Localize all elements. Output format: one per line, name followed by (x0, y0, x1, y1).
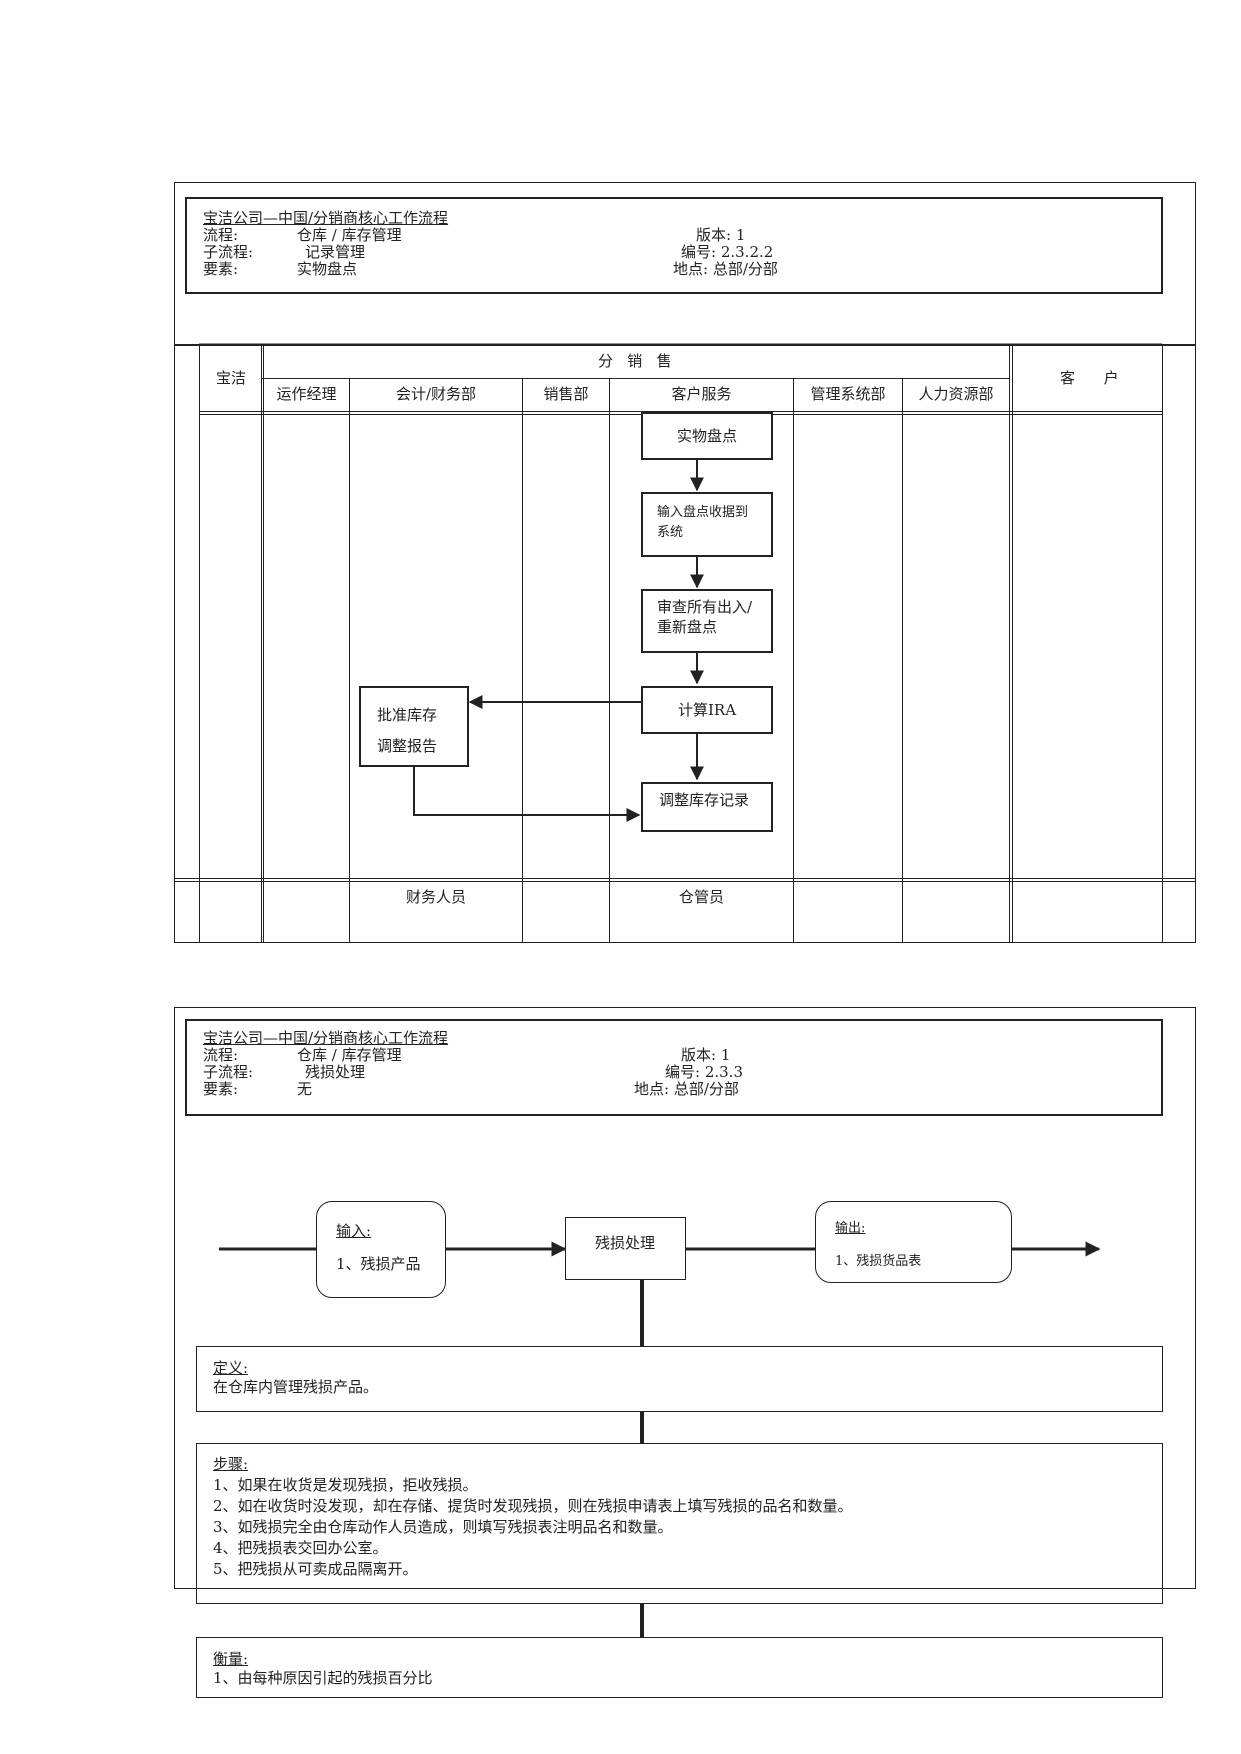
measure-title: 衡量: (213, 1650, 249, 1668)
page2-header: 宝洁公司—中国/分销商核心工作流程 流程: 仓库 / 库存管理 子流程: 残损处… (185, 1019, 1163, 1116)
subprocess-label-2: 子流程: (203, 1063, 254, 1081)
role-warehouse: 仓管员 (678, 888, 724, 906)
page2-frame (174, 1007, 1196, 1589)
column-ops-manager: 运作经理 (276, 385, 337, 403)
lane-distributor: 分 销 售 (598, 352, 672, 370)
input-title: 输入: (336, 1222, 372, 1240)
company-title: 宝洁公司—中国/分销商核心工作流程 (203, 209, 449, 227)
location-2: 地点: 总部/分部 (634, 1080, 739, 1098)
subprocess-value-2: 残损处理 (305, 1063, 366, 1081)
process-label-2: 流程: (203, 1046, 239, 1064)
output-box: 输出: 1、残损货品表 (815, 1201, 1012, 1283)
process-label: 流程: (203, 226, 239, 244)
steps-box: 步骤: 1、如果在收货是发现残损，拒收残损。 2、如在收货时没发现，却在存储、提… (196, 1443, 1163, 1604)
version: 版本: 1 (696, 226, 746, 244)
element-label: 要素: (203, 260, 239, 278)
node-calc-ira-label: 计算IRA (677, 701, 737, 719)
element-value-2: 无 (297, 1080, 313, 1098)
input-item: 1、残损产品 (336, 1255, 421, 1273)
element-value: 实物盘点 (297, 260, 358, 278)
lane-pg: 宝洁 (216, 369, 247, 387)
lane-customer: 客 户 (1060, 369, 1119, 387)
element-label-2: 要素: (203, 1080, 239, 1098)
column-sales: 销售部 (543, 385, 589, 403)
output-title: 输出: (835, 1221, 866, 1236)
process-value: 仓库 / 库存管理 (297, 226, 402, 244)
node-adjust-records-label: 调整库存记录 (659, 791, 750, 809)
node-input-receipts-line1: 输入盘点收据到 (657, 505, 749, 520)
company-title-2: 宝洁公司—中国/分销商核心工作流程 (203, 1029, 449, 1047)
location: 地点: 总部/分部 (673, 260, 778, 278)
node-physical-count: 实物盘点 (641, 412, 773, 460)
column-customer-service: 客户服务 (671, 385, 732, 403)
node-approve-report-line2: 调整报告 (377, 737, 438, 755)
page1-header: 宝洁公司—中国/分销商核心工作流程 流程: 仓库 / 库存管理 子流程: 记录管… (185, 197, 1163, 294)
node-approve-report: 批准库存 调整报告 (359, 686, 469, 767)
node-calc-ira: 计算IRA (641, 686, 773, 734)
steps-title: 步骤: (213, 1455, 249, 1473)
node-review-recount: 审查所有出入/ 重新盘点 (641, 589, 773, 653)
doc-number-2: 编号: 2.3.3 (665, 1063, 743, 1081)
node-review-recount-line1: 审查所有出入/ (657, 598, 753, 616)
node-approve-report-line1: 批准库存 (377, 706, 438, 724)
subprocess-label: 子流程: (203, 243, 254, 261)
process-label-box: 残损处理 (595, 1234, 656, 1252)
definition-title: 定义: (213, 1359, 249, 1377)
definition-text: 在仓库内管理残损产品。 (213, 1378, 379, 1396)
column-finance: 会计/财务部 (395, 385, 477, 403)
output-item: 1、残损货品表 (835, 1254, 922, 1269)
role-finance: 财务人员 (405, 888, 466, 906)
input-box: 输入: 1、残损产品 (316, 1201, 446, 1298)
node-input-receipts-line2: 系统 (657, 525, 684, 540)
node-input-receipts: 输入盘点收据到 系统 (641, 492, 773, 557)
node-physical-count-label: 实物盘点 (676, 427, 737, 445)
node-review-recount-line2: 重新盘点 (657, 618, 718, 636)
step-item: 4、把残损表交回办公室。 (213, 1539, 388, 1557)
version-2: 版本: 1 (681, 1046, 731, 1064)
subprocess-value: 记录管理 (305, 243, 366, 261)
column-hr: 人力资源部 (918, 385, 994, 403)
doc-number: 编号: 2.3.2.2 (681, 243, 774, 261)
definition-box: 定义: 在仓库内管理残损产品。 (196, 1346, 1163, 1412)
node-adjust-records: 调整库存记录 (641, 782, 773, 832)
page1-frame (174, 182, 1196, 346)
column-mis: 管理系统部 (810, 385, 886, 403)
measure-text: 1、由每种原因引起的残损百分比 (213, 1669, 433, 1687)
step-item: 1、如果在收货是发现残损，拒收残损。 (213, 1476, 478, 1494)
process-box: 残损处理 (565, 1217, 686, 1280)
step-item: 2、如在收货时没发现，却在存储、提货时发现残损，则在残损申请表上填写残损的品名和… (213, 1497, 853, 1515)
measure-box: 衡量: 1、由每种原因引起的残损百分比 (196, 1637, 1163, 1698)
step-item: 5、把残损从可卖成品隔离开。 (213, 1560, 418, 1578)
step-item: 3、如残损完全由仓库动作人员造成，则填写残损表注明品名和数量。 (213, 1518, 673, 1536)
process-value-2: 仓库 / 库存管理 (297, 1046, 402, 1064)
